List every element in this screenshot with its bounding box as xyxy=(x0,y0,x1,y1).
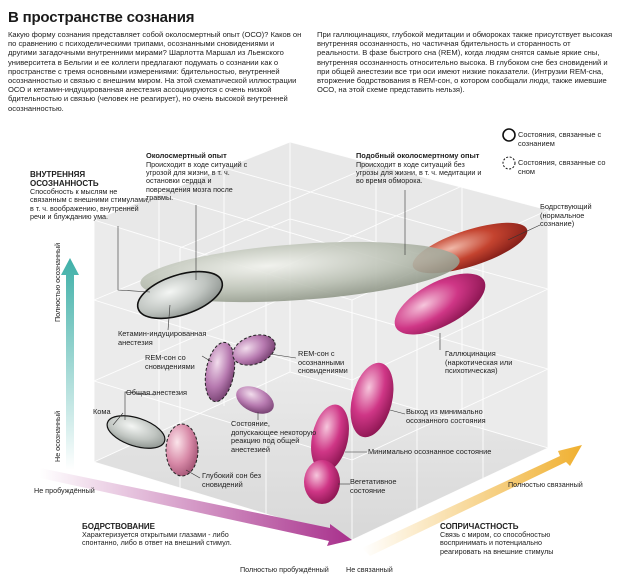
axis-inner-awareness xyxy=(61,258,79,470)
label-anesthesia-resp: Состояние, допускающее некоторую реакцию… xyxy=(231,419,317,454)
legend-sleep-label: Состояния, связанные со сном xyxy=(518,158,606,176)
label-deep-sleep: Глубокий сон без сновидений xyxy=(202,471,262,489)
nde-like-desc: Происходит в ходе ситуаций без угрозы дл… xyxy=(356,159,482,186)
axis-conn-desc: Связь с миром, со способностью восприним… xyxy=(440,530,554,556)
label-general-anesthesia: Общая анестезия xyxy=(126,388,187,397)
label-ketamine: Кетамин-индуцированная анестезия xyxy=(118,329,207,347)
legend-conscious-marker xyxy=(502,128,516,142)
label-rem-lucid: REM-сон с осознанными сновидениями xyxy=(298,349,348,376)
mcs-exit-shape xyxy=(350,362,394,438)
axis-connectedness xyxy=(362,445,582,556)
state-shapes xyxy=(106,222,528,504)
label-awake: Бодрствующий (нормальное сознание) xyxy=(540,202,592,229)
axis-wake-block: БОДРСТВОВАНИЕ Характеризуется открытыми … xyxy=(82,522,252,548)
axis-inner-desc: Способность к мыслям не связанным с внеш… xyxy=(30,187,150,222)
axis-inner-top-label: Полностью осознанный xyxy=(53,242,62,322)
label-rem-dreams: REM-сон со сновидениями xyxy=(145,353,195,371)
nde-like-title: Подобный околосмертному опыт xyxy=(356,151,480,160)
deep-sleep-shape xyxy=(165,423,199,477)
nde-shape xyxy=(136,270,224,320)
hallucination-shape xyxy=(394,273,486,335)
axis-inner-title: ВНУТРЕННЯЯ ОСОЗНАННОСТЬ xyxy=(30,170,99,188)
label-hallucination: Галлюцинация (наркотическая или психотич… xyxy=(445,349,513,376)
mcs-shape xyxy=(311,404,349,472)
legend-conscious-label: Состояния, связанные с сознанием xyxy=(518,130,602,148)
axis-wake-desc: Характеризуется открытыми глазами - либо… xyxy=(82,530,232,548)
page-title: В пространстве сознания xyxy=(8,9,195,26)
leader-lines xyxy=(112,190,541,485)
legend-markers xyxy=(502,128,516,170)
axis-wake-start-label: Не пробуждённый xyxy=(34,486,95,495)
legend-sleep-marker xyxy=(502,156,516,170)
label-vegetative: Вегетативное состояние xyxy=(350,477,397,495)
nde-desc: Происходит в ходе ситуаций с угрозой для… xyxy=(146,159,248,203)
rem-dreams-shape xyxy=(204,341,236,403)
label-coma: Кома xyxy=(93,407,111,416)
axis-wake-title: БОДРСТВОВАНИЕ xyxy=(82,522,155,531)
nde-title: Околосмертный опыт xyxy=(146,151,227,160)
axis-conn-start-label: Не связанный xyxy=(346,565,393,574)
rem-lucid-shape xyxy=(232,334,276,366)
axis-conn-title: СОПРИЧАСТНОСТЬ xyxy=(440,522,519,531)
vegetative-shape xyxy=(304,460,340,504)
intro-text-right: При галлюцинациях, глубокой медитации и … xyxy=(317,30,613,95)
axis-wakefulness xyxy=(40,468,352,546)
axis-conn-end-label: Полностью связанный xyxy=(508,480,583,489)
axis-wake-end-label: Полностью пробуждённый xyxy=(240,565,329,574)
axis-inner-block: ВНУТРЕННЯЯ ОСОЗНАННОСТЬ Способность к мы… xyxy=(30,170,150,222)
anesthesia-resp-shape xyxy=(236,386,274,414)
label-mcs-exit: Выход из минимально осознанного состояни… xyxy=(406,407,486,425)
nde-like-block: Подобный околосмертному опыт Происходит … xyxy=(356,151,486,186)
label-mcs: Минимально осознанное состояние xyxy=(368,447,492,456)
nde-block: Околосмертный опыт Происходит в ходе сит… xyxy=(146,151,256,203)
axis-inner-bottom-label: Не осознанный xyxy=(53,410,62,462)
intro-text-left: Какую форму сознания представляет собой … xyxy=(8,30,302,113)
coma-shape xyxy=(106,415,166,449)
axis-conn-block: СОПРИЧАСТНОСТЬ Связь с миром, со способн… xyxy=(440,522,580,556)
